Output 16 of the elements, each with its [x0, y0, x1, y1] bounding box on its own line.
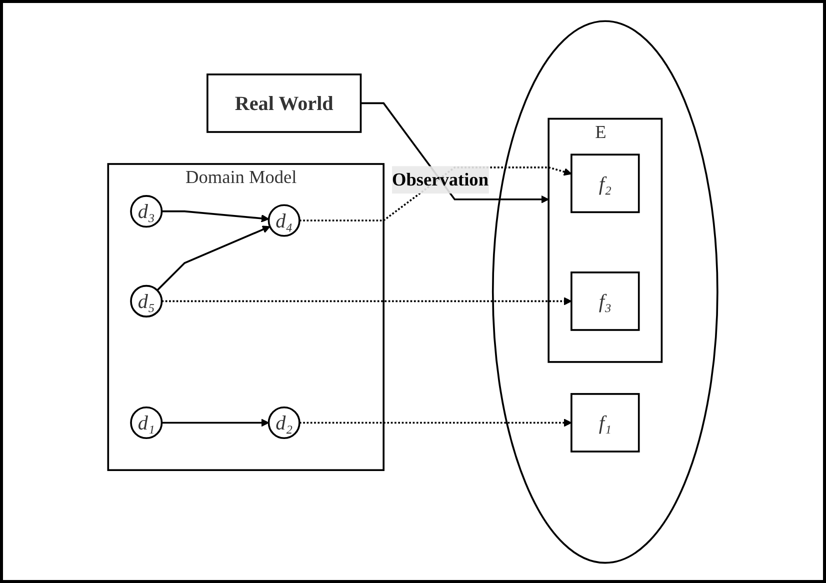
node-box: Real World: [206, 73, 362, 132]
node-circle: d₂: [268, 406, 301, 439]
arrow: [360, 102, 550, 203]
node-circle: d₁: [130, 406, 163, 439]
edge-label: Observation: [392, 169, 489, 190]
cluster: [492, 20, 719, 564]
arrow: [156, 225, 271, 290]
arrow: [162, 418, 270, 426]
node-box: f₁: [570, 392, 640, 452]
arrow: [162, 296, 572, 305]
node-circle: d₄: [268, 204, 301, 236]
node-box: f₂: [570, 153, 640, 213]
node-circle: d₃: [130, 194, 163, 228]
node-circle: d₅: [130, 284, 163, 317]
arrow: [162, 210, 270, 222]
node-box: f₃: [570, 271, 640, 330]
